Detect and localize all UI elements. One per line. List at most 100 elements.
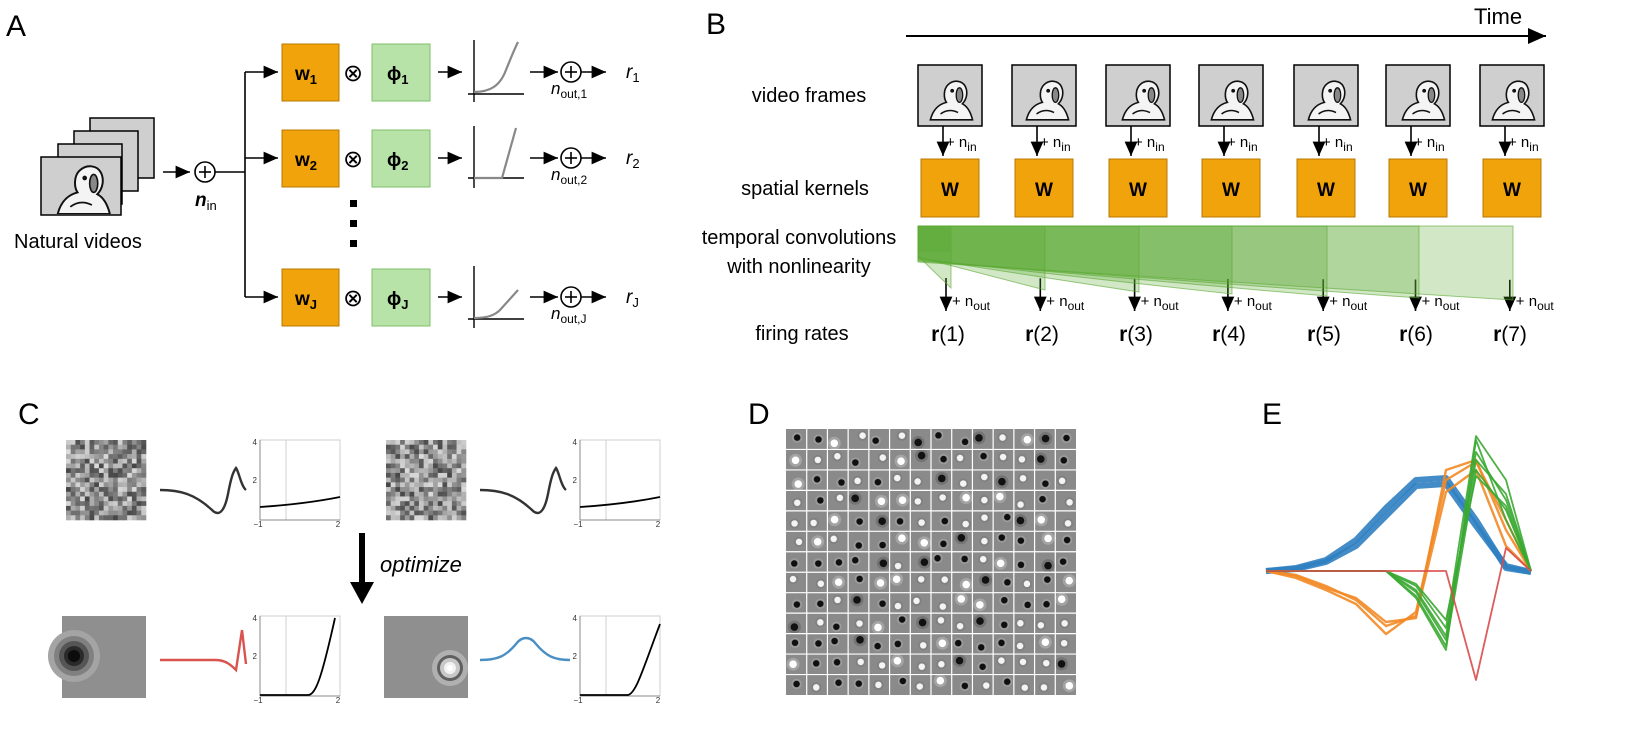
firing-rate-label: r(1) bbox=[931, 323, 965, 346]
series-line-blue bbox=[1265, 481, 1532, 575]
svg-text:rJ: rJ bbox=[626, 287, 639, 310]
axis-tick-label: 2 bbox=[253, 476, 258, 485]
optimize-label: optimize bbox=[380, 552, 462, 577]
spatial-kernel-box bbox=[1296, 158, 1356, 218]
weight-box-2 bbox=[281, 129, 340, 188]
noise-out-label: + nout bbox=[1422, 293, 1461, 313]
svg-text:ϕ2: ϕ2 bbox=[387, 150, 408, 173]
kernel-label: W bbox=[941, 180, 959, 201]
svg-text:⊗: ⊗ bbox=[343, 146, 363, 173]
random-noise-filter bbox=[66, 440, 147, 521]
panel-b: B Time video frames spatial kernels temp… bbox=[702, 4, 1555, 346]
panel-e: E bbox=[1262, 398, 1533, 681]
noise-in-label: + nin bbox=[1508, 134, 1539, 154]
filter-box-j bbox=[371, 268, 431, 327]
spatial-kernel-box bbox=[1014, 158, 1074, 218]
firing-rate-label: r(6) bbox=[1399, 323, 1433, 346]
svg-text:nout,J: nout,J bbox=[551, 304, 586, 326]
temporal-filter-initial bbox=[479, 465, 567, 515]
firing-rate-label: r(2) bbox=[1025, 323, 1059, 346]
on-center-filter bbox=[384, 616, 468, 698]
series-line-orange bbox=[1265, 468, 1532, 628]
panel-b-label: B bbox=[706, 8, 726, 41]
weight-box-j bbox=[281, 268, 340, 327]
noise-out-label: + nout bbox=[1516, 293, 1555, 313]
noise-out-label: + nout bbox=[1141, 293, 1180, 313]
nonlinearity-plot: −1 2 2 4 bbox=[573, 438, 661, 529]
row-label-video-frames: video frames bbox=[752, 85, 867, 107]
axis-tick-label: 2 bbox=[336, 696, 341, 705]
axis-tick-label: 2 bbox=[573, 476, 578, 485]
kernel-label: W bbox=[1317, 180, 1335, 201]
row-label-firing-rates: firing rates bbox=[755, 323, 848, 345]
spatial-kernel-box bbox=[1482, 158, 1542, 218]
row-label-temporal-1: temporal convolutions bbox=[702, 227, 897, 249]
axis-tick-label: 4 bbox=[573, 438, 578, 447]
svg-text:w1: w1 bbox=[294, 64, 317, 87]
off-center-filter bbox=[48, 616, 146, 698]
temporal-filter-on bbox=[479, 636, 571, 662]
svg-text:nout,1: nout,1 bbox=[551, 79, 587, 101]
firing-rate-label: r(5) bbox=[1307, 323, 1341, 346]
filter-box-1 bbox=[371, 43, 431, 102]
kernel-label: W bbox=[1129, 180, 1147, 201]
filter-box-2 bbox=[371, 129, 431, 188]
noise-in-label: + nin bbox=[946, 134, 977, 154]
kernel-label: W bbox=[1035, 180, 1053, 201]
series-line-green bbox=[1266, 435, 1532, 629]
series-line-red bbox=[1266, 547, 1532, 681]
temporal-filter-initial bbox=[159, 465, 247, 515]
axis-tick-label: −1 bbox=[573, 520, 583, 529]
nonlinearity-plot-1 bbox=[468, 40, 524, 102]
axis-tick-label: 2 bbox=[656, 696, 661, 705]
axis-tick-label: 2 bbox=[656, 520, 661, 529]
axis-tick-label: 2 bbox=[253, 652, 258, 661]
row-label-spatial-kernels: spatial kernels bbox=[741, 178, 869, 200]
temporal-convolution-band bbox=[917, 225, 1514, 301]
svg-text:r1: r1 bbox=[626, 62, 640, 85]
svg-text:ϕJ: ϕJ bbox=[387, 289, 408, 312]
random-noise-filter bbox=[386, 440, 467, 521]
video-frame-stack bbox=[40, 117, 155, 216]
noise-out-label: + nout bbox=[1234, 293, 1273, 313]
axis-tick-label: 4 bbox=[573, 614, 578, 623]
spatial-kernel-box bbox=[1388, 158, 1448, 218]
weight-box-1 bbox=[281, 43, 340, 102]
panel-e-label: E bbox=[1262, 398, 1282, 431]
noise-in-label: + nin bbox=[1227, 134, 1258, 154]
noise-out-label: + nout bbox=[952, 293, 991, 313]
noise-in-label: + nin bbox=[1134, 134, 1165, 154]
noise-in-label: + nin bbox=[1414, 134, 1445, 154]
axis-tick-label: 2 bbox=[573, 652, 578, 661]
axis-tick-label: −1 bbox=[253, 696, 263, 705]
spatial-kernel-box bbox=[1108, 158, 1168, 218]
firing-rate-label: r(4) bbox=[1212, 323, 1246, 346]
panel-a-label: A bbox=[6, 10, 26, 43]
row-label-temporal-2: with nonlinearity bbox=[726, 256, 870, 278]
kernel-label: W bbox=[1409, 180, 1427, 201]
temporal-overlap-block bbox=[918, 226, 950, 252]
firing-rate-label: r(3) bbox=[1119, 323, 1153, 346]
times-symbol: ⊗ bbox=[343, 60, 363, 87]
axis-tick-label: −1 bbox=[253, 520, 263, 529]
pathway-row-j: wJ ⊗ ϕJ nout,J rJ bbox=[281, 266, 639, 328]
svg-text:nout,2: nout,2 bbox=[551, 165, 587, 187]
spatial-kernel-box bbox=[920, 158, 980, 218]
firing-rate-label: r(7) bbox=[1493, 323, 1527, 346]
noise-in-label: + nin bbox=[1322, 134, 1353, 154]
svg-text:r2: r2 bbox=[626, 148, 640, 171]
spatial-kernel-box bbox=[1201, 158, 1261, 218]
axis-tick-label: 4 bbox=[253, 438, 258, 447]
panel-a: A Natural videos nin w1 ⊗ ϕ1 bbox=[6, 10, 640, 328]
noise-in-label: + nin bbox=[1040, 134, 1071, 154]
svg-text:w2: w2 bbox=[294, 150, 317, 173]
